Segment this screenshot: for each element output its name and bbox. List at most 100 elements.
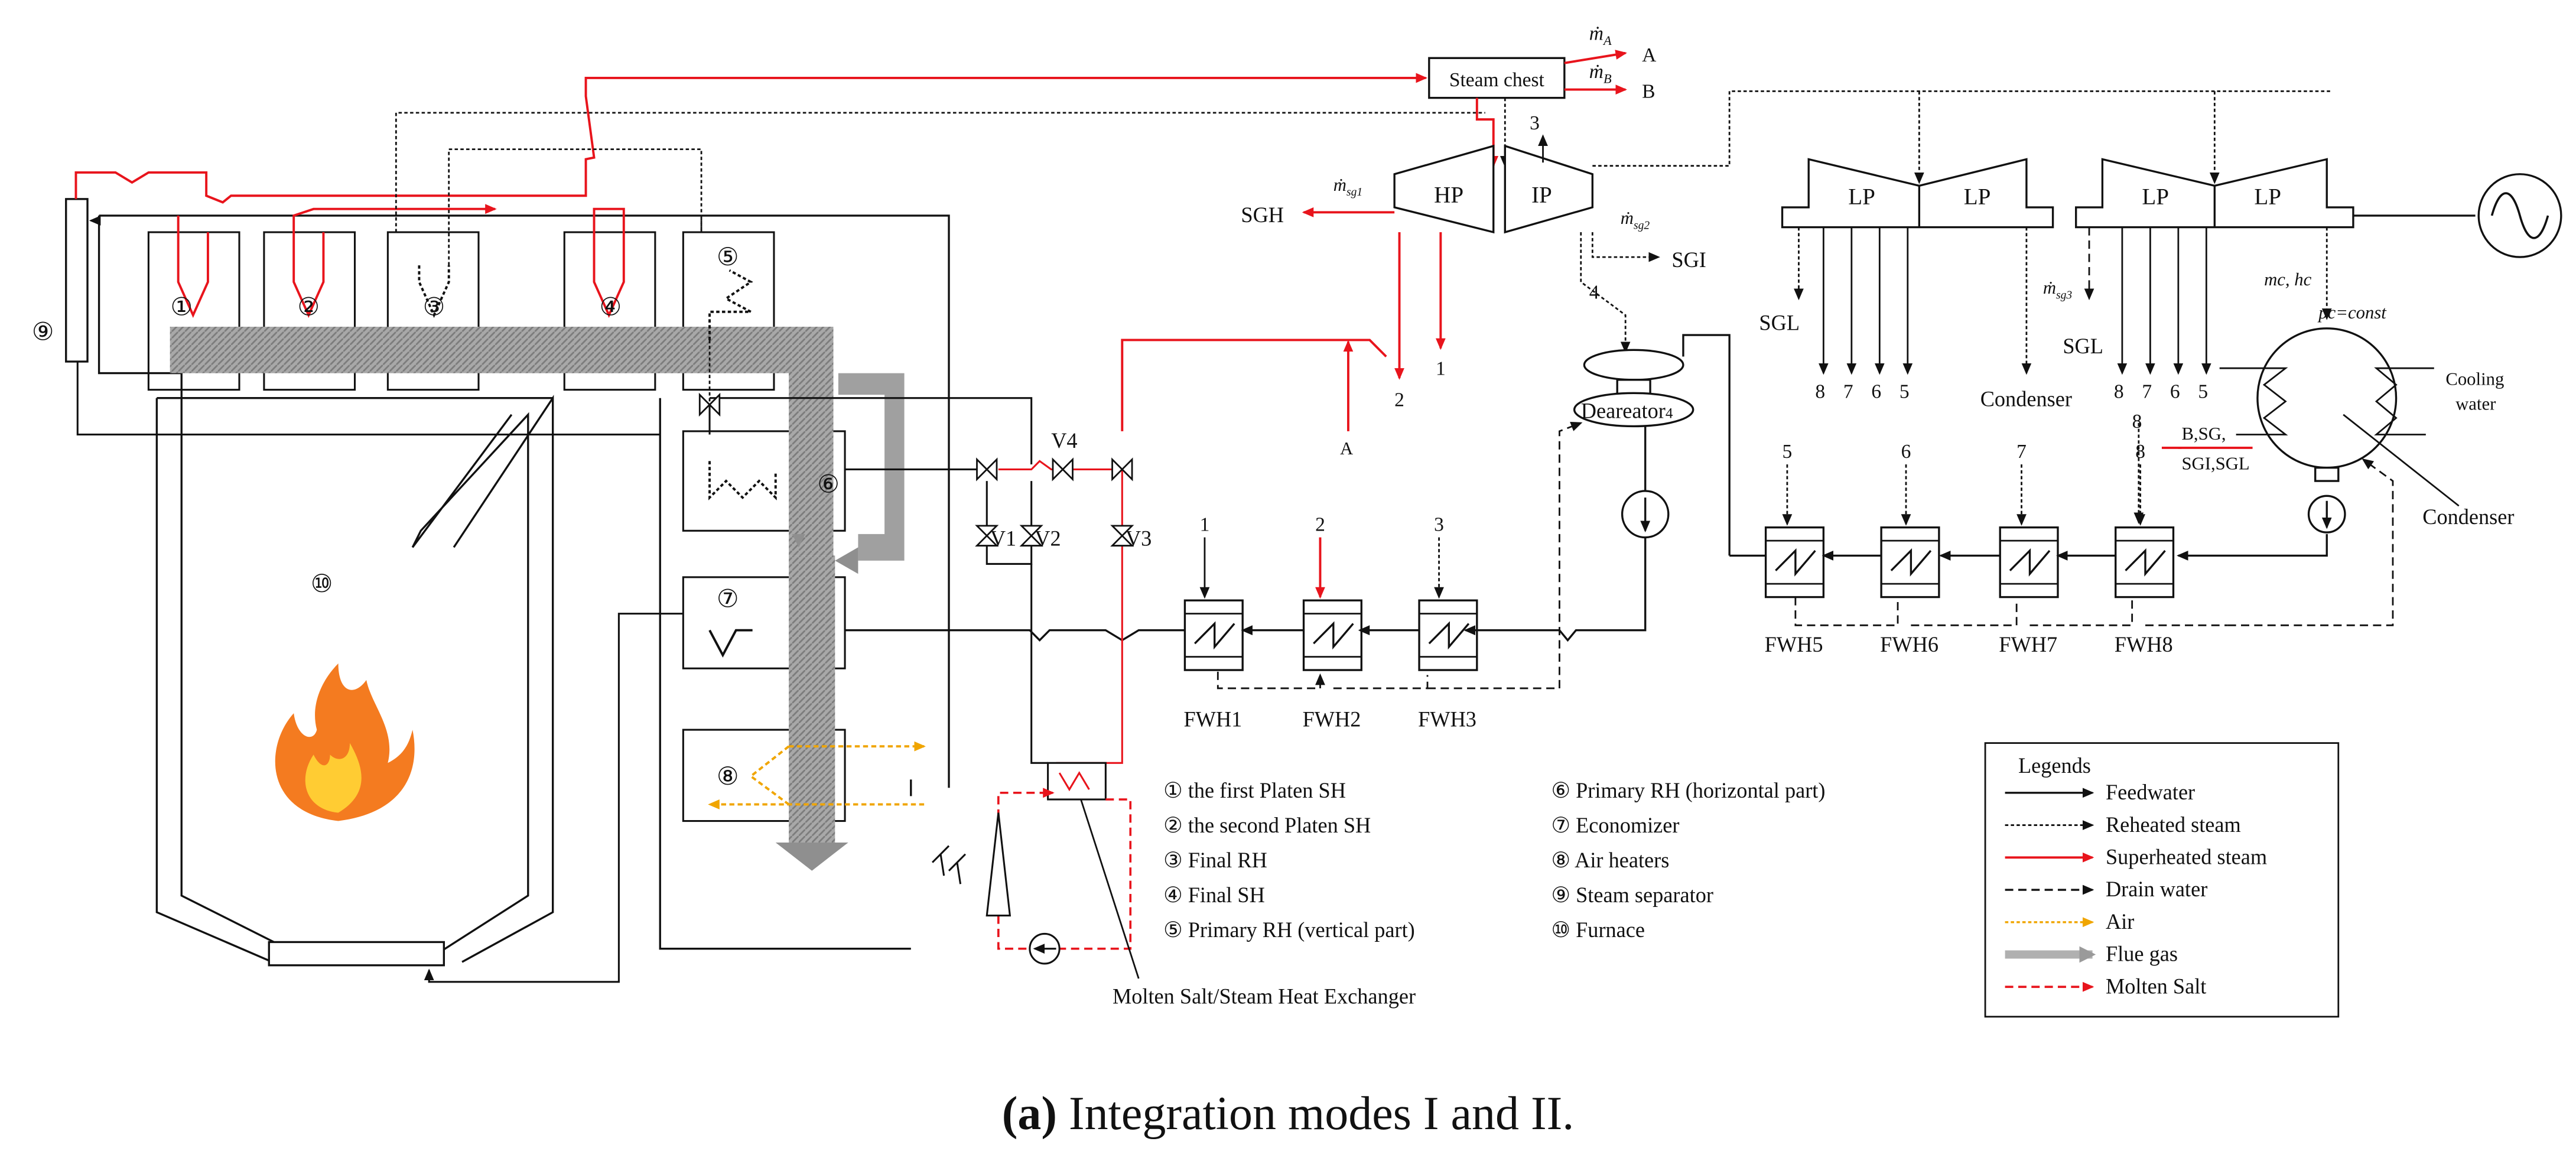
svg-text:5: 5: [1900, 381, 1910, 403]
key-right-1: ⑦ Economizer: [1551, 814, 1679, 837]
v4-label: V4: [1051, 429, 1077, 453]
platen-sh-2-box: [263, 231, 356, 391]
drain-to-condenser: [2227, 458, 2394, 626]
legend-label: Drain water: [2106, 877, 2207, 901]
lp-2a-label: LP: [2142, 184, 2169, 209]
solar-tower: [985, 812, 1011, 917]
legend-item: Superheated steam: [2005, 845, 2267, 869]
valves: [698, 392, 1134, 547]
pump-to-fwh3: [1463, 537, 1647, 642]
reheat-loop: [448, 148, 702, 266]
molten-salt-loop: [997, 791, 1132, 950]
hx-coil: [1058, 771, 1090, 792]
sgh-label: SGH: [1241, 203, 1284, 227]
legend-title: Legends: [2018, 754, 2091, 778]
heater-inlet-num: 5: [1783, 441, 1793, 463]
lp-extractions: [1794, 227, 2332, 375]
furnace-hopper: [268, 941, 445, 967]
ip-turbine: [1504, 144, 1593, 234]
figure-caption: (a) Integration modes I and II.: [0, 1087, 2576, 1141]
molten-salt-hx: [1047, 762, 1107, 801]
hp-num-2: 2: [1394, 389, 1404, 411]
v1-v2-loop: [985, 481, 1033, 565]
air-heater-coil-zigzag: [749, 745, 790, 806]
primary-rh-vertical-coil: [708, 269, 753, 340]
drain-lines: [1217, 597, 2228, 690]
platen-sh-2-coil: [292, 232, 325, 318]
air-heater-box: [682, 729, 846, 822]
heater-label: FWH3: [1418, 707, 1476, 731]
v3-line: [1056, 469, 1123, 764]
furnace-inner-left: [155, 398, 273, 963]
caption-letter: (a): [1001, 1088, 1057, 1140]
flue-gas-down-duct: [789, 555, 835, 846]
boiler-outer-wall: [99, 214, 950, 788]
legend-label: Flue gas: [2106, 942, 2178, 966]
label-1: ①: [170, 294, 193, 321]
hp-num-1: 1: [1436, 357, 1446, 379]
drain-fwh1-fwh2: [1217, 671, 1325, 690]
separator-drain: [76, 361, 661, 436]
flame-icon: [275, 663, 415, 821]
m-a-label: ṁA: [1589, 22, 1612, 48]
feedwater-main-lines: [845, 534, 2328, 642]
sgl-label-2: SGL: [2063, 334, 2103, 358]
a-input-label: A: [1340, 438, 1354, 458]
svg-text:6: 6: [2170, 381, 2180, 403]
legend-item: Molten Salt: [2005, 974, 2206, 998]
ip-to-sgi: [1591, 232, 1660, 262]
m-b-label: ṁB: [1589, 61, 1612, 86]
condenser-label-2: Condenser: [2422, 505, 2514, 529]
sgisgl-label: SGI,SGL: [2181, 453, 2249, 473]
heater-label: FWH6: [1880, 633, 1938, 656]
flue-gas-bypass: [838, 373, 905, 561]
msg1-label: ṁsg1: [1333, 175, 1362, 199]
heater-label: FWH1: [1184, 707, 1243, 731]
hx-label: Molten Salt/Steam Heat Exchanger: [1113, 984, 1416, 1008]
heater-coil: [1775, 548, 1816, 577]
hotwell: [2314, 466, 2340, 482]
primary-rh-horizontal-coil: [708, 461, 777, 500]
valve-lines: [708, 397, 1123, 764]
legend-box: [1984, 742, 2340, 1018]
heater-body: [2115, 526, 2175, 599]
heater-coil: [1313, 621, 1354, 650]
lp-turbine-1: [1781, 158, 2054, 229]
condenser-tube-right: [2374, 367, 2434, 435]
valve-v4: [1052, 457, 1074, 482]
svg-text:5: 5: [2198, 381, 2208, 403]
deaerator-label: Deareator4: [1581, 399, 1673, 422]
heater-coil: [1194, 621, 1235, 650]
heater-inlet-num: 8: [2135, 441, 2145, 463]
v1-label: V1: [990, 526, 1016, 550]
reheat-to-chest-line: [395, 112, 1485, 232]
component-numbers: ① ② ③ ④ ⑤ ⑥ ⑦ ⑧ ⑨ ⑩: [32, 244, 840, 791]
flue-gas-outlet-arrow: [775, 843, 848, 871]
heater-coil: [2009, 548, 2051, 577]
heating-surfaces: [147, 231, 846, 822]
label-9: ⑨: [32, 318, 54, 346]
valve-v4-line: [998, 460, 1123, 470]
lp-1a-label: LP: [1848, 184, 1875, 209]
steam-chest-label: Steam chest: [1449, 69, 1545, 91]
legend-label: Molten Salt: [2106, 974, 2206, 998]
valve-v-left: [976, 457, 998, 482]
svg-text:6: 6: [1871, 381, 1881, 403]
final-sh-coil: [593, 232, 625, 318]
mc-hc-label: mc, hc: [2264, 269, 2312, 290]
sh-steam-main: [74, 73, 1428, 204]
legend-label: Air: [2106, 910, 2134, 934]
valve-v2: [1019, 525, 1043, 547]
legend-label: Feedwater: [2106, 780, 2195, 804]
backpass-wall: [659, 398, 911, 950]
legend-item: Reheated steam: [2005, 813, 2241, 837]
sh-steam-loop-2: [292, 204, 497, 232]
ip-label: IP: [1531, 182, 1552, 207]
ip-to-deaerator: [1580, 232, 1631, 353]
boiler: [97, 214, 950, 963]
